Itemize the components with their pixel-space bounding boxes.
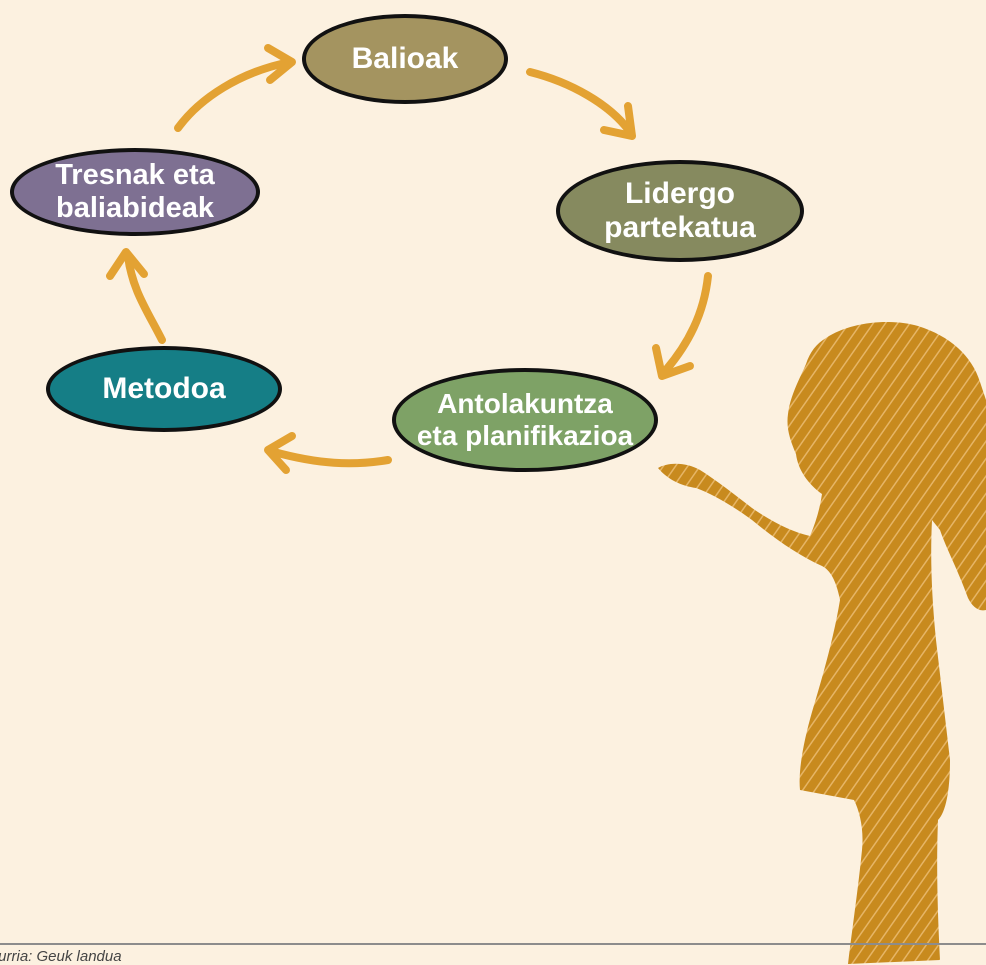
node-lidergo-partekatua: Lidergo partekatua — [556, 160, 804, 262]
arrow-head-balioak-to-lidergo — [600, 102, 636, 140]
node-metodoa: Metodoa — [46, 346, 282, 432]
node-tresnak-eta-baliabideak: Tresnak eta baliabideak — [10, 148, 260, 236]
node-antolakuntza-eta-planifikazioa: Antolakuntza eta planifikazioa — [392, 368, 658, 472]
footer-divider — [0, 943, 986, 945]
arrow-metodoa-to-tresnak — [124, 252, 166, 344]
arrow-head-tresnak-to-balioak — [264, 44, 296, 84]
arrow-head-metodoa-to-tresnak — [106, 248, 148, 280]
source-caption: turria: Geuk landua — [0, 948, 122, 965]
arrow-tresnak-to-balioak — [174, 58, 294, 132]
arrow-balioak-to-lidergo — [526, 68, 634, 136]
curved-arrow-icon — [106, 44, 712, 474]
arrow-lidergo-to-antolakuntza — [662, 272, 712, 374]
arrow-head-antolakuntza-to-metodoa — [264, 432, 296, 474]
girl-silhouette-icon — [658, 322, 986, 964]
arrow-antolakuntza-to-metodoa — [270, 448, 392, 468]
node-balioak: Balioak — [302, 14, 508, 104]
arrow-head-lidergo-to-antolakuntza — [652, 344, 694, 380]
